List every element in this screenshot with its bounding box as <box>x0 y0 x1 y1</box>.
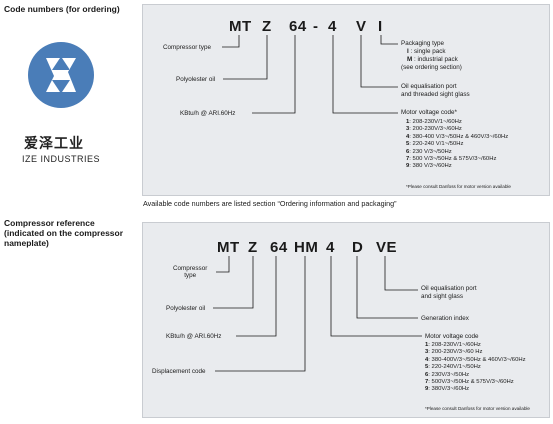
ref-code-hm: HM <box>294 239 319 256</box>
ref-label-polyolester-oil: Polyolester oil <box>166 305 206 312</box>
ref-label-sight-glass: and sight glass <box>421 293 464 300</box>
ref-label-kbtu: KBtu/h @ ARI.60Hz <box>166 333 222 340</box>
brand-chinese-name: 爱泽工业 <box>24 136 84 152</box>
ref-code-ve: VE <box>376 239 398 256</box>
voltage-list: 1: 208-230V/1~/60Hz 3: 200-230V/3~/60Hz … <box>406 119 508 171</box>
voltage-item: 4: 380-400V/3~/50Hz & 460V/3~/60Hz <box>425 356 526 363</box>
voltage-item: 6: 230 V/3~/50Hz <box>406 148 452 155</box>
voltage-item: 3: 200-230V/3~/60Hz <box>406 126 462 133</box>
availability-caption: Available code numbers are listed sectio… <box>143 199 397 208</box>
label-motor-voltage-code: Motor voltage code* <box>401 109 458 116</box>
voltage-item: 7: 500 V/3~/50Hz & 575V/3~/60Hz <box>406 156 497 163</box>
panel2-footnote: *Please consult Danfoss for motor versio… <box>425 406 530 411</box>
panel1-footnote: *Please consult Danfoss for motor versio… <box>406 184 511 189</box>
label-see-ordering: (see ordering section) <box>401 64 462 71</box>
ref-code-64: 64 <box>270 239 288 256</box>
label-polyolester-oil: Polyolester oil <box>176 76 216 83</box>
voltage-item: 5: 220-240 V/1~/50Hz <box>406 141 464 148</box>
ref-label-oil-equalisation: Oil equalisation port <box>421 285 477 292</box>
label-packaging-type: Packaging type <box>401 40 445 47</box>
voltage-item: 7: 500V/3~/50Hz & 575V/3~/60Hz <box>425 379 514 386</box>
voltage-item: 6: 230V/3~/50Hz <box>425 371 470 378</box>
ref-code-mt: MT <box>217 239 240 256</box>
voltage-item: 9: 380V/3~/60Hz <box>425 386 470 393</box>
code-z: Z <box>262 18 272 35</box>
code-voltage: 4 <box>328 18 337 35</box>
code-v: V <box>356 18 367 35</box>
voltage-item: 4: 380-400 V/3~/50Hz & 460V/3~/60Hz <box>406 133 509 140</box>
label-oil-equalisation: Oil equalisation port <box>401 83 457 90</box>
ref-code-d: D <box>352 239 364 256</box>
voltage-item: 9: 380 V/3~/60Hz <box>406 163 452 170</box>
label-industrial-pack: M : industrial pack <box>407 56 458 63</box>
voltage-item: 1: 208-230V/1~/60Hz <box>425 342 481 348</box>
ref-code-z: Z <box>248 239 258 256</box>
voltage-item: 5: 220-240V/1~/50Hz <box>425 364 481 371</box>
code-number-panel <box>142 4 550 196</box>
label-compressor-type: Compressor type <box>163 44 211 51</box>
code-i: I <box>378 18 383 35</box>
compressor-reference-heading: Compressor reference (indicated on the c… <box>4 218 124 248</box>
voltage-item: 1: 208-230V/1~/60Hz <box>406 119 462 125</box>
brand-english-name: IZE INDUSTRIES <box>22 154 101 164</box>
ref-label-displacement-code: Displacement code <box>152 368 206 375</box>
ref-label-generation-index: Generation index <box>421 315 469 322</box>
label-threaded-sight-glass: and threaded sight glass <box>401 91 470 98</box>
code-dash: - <box>313 18 319 35</box>
ref-label-motor-voltage-code: Motor voltage code <box>425 333 479 340</box>
code-64: 64 <box>289 18 307 35</box>
ref-voltage-list: 1: 208-230V/1~/60Hz 3: 200-230V/3~/60 Hz… <box>425 342 526 394</box>
label-kbtu: KBtu/h @ ARI.60Hz <box>180 110 236 117</box>
compressor-reference-panel <box>142 222 550 418</box>
ref-label-compressor-type: Compressor type <box>173 265 208 280</box>
voltage-item: 3: 200-230V/3~/60 Hz <box>425 349 483 356</box>
ize-logo-icon <box>26 40 96 110</box>
code-mt: MT <box>229 18 252 35</box>
ref-code-voltage: 4 <box>326 239 335 256</box>
code-numbers-heading: Code numbers (for ordering) <box>4 4 120 14</box>
label-single-pack: I : single pack <box>407 48 446 55</box>
